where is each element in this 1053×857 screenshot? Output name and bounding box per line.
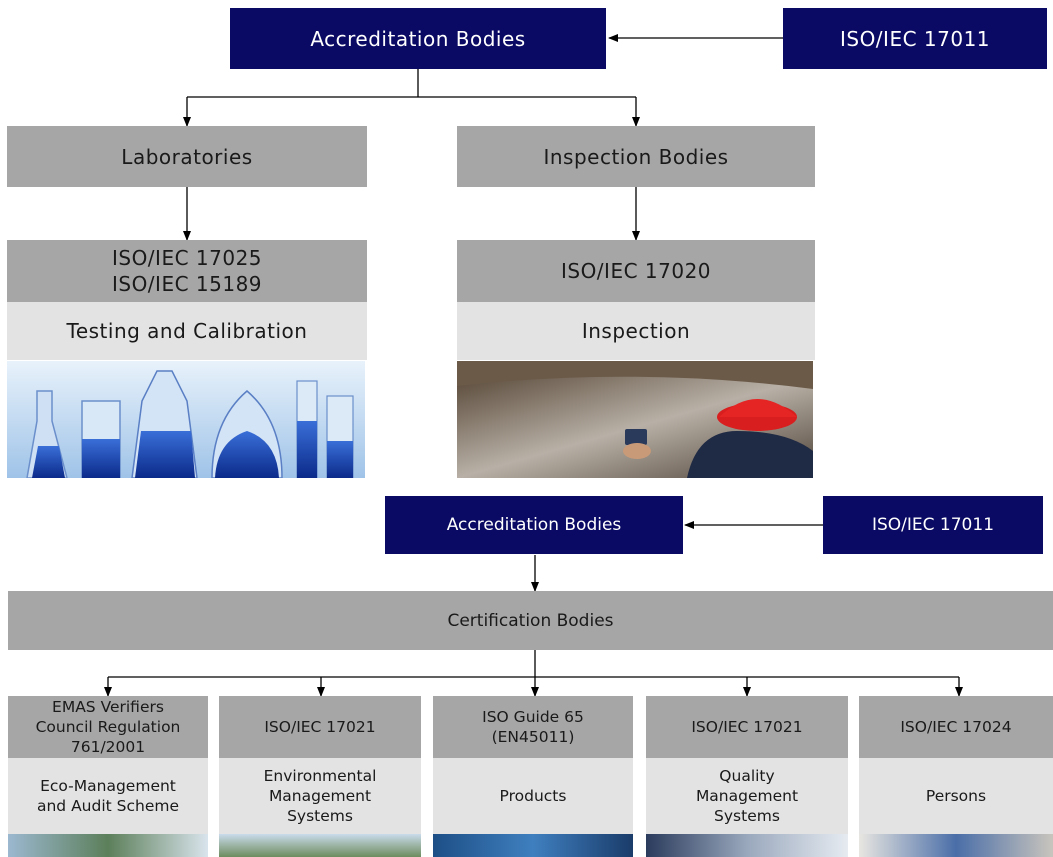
certification-bodies-label: Certification Bodies (447, 610, 614, 631)
iso-17020-label: ISO/IEC 17020 (560, 259, 712, 283)
col-2-photo (219, 834, 421, 857)
col-5-photo (859, 834, 1053, 857)
accreditation-bodies-label-2: Accreditation Bodies (446, 515, 622, 535)
col-5-standard-label: ISO/IEC 17024 (900, 718, 1012, 736)
inspection-box: Inspection (457, 302, 815, 360)
inspection-worker-photo (457, 361, 813, 478)
iso-17011-box: ISO/IEC 17011 (783, 8, 1047, 69)
lab-glassware-photo (7, 361, 365, 478)
col-3-scope-box: Products (433, 758, 633, 834)
iso-17011-box-2: ISO/IEC 17011 (823, 496, 1043, 554)
inspection-bodies-label: Inspection Bodies (543, 144, 729, 169)
laboratories-box: Laboratories (7, 126, 367, 187)
laboratories-label: Laboratories (121, 144, 253, 169)
lab-standards-box: ISO/IEC 17025 ISO/IEC 15189 (7, 240, 367, 302)
inspection-bodies-box: Inspection Bodies (457, 126, 815, 187)
iso-17020-box: ISO/IEC 17020 (457, 240, 815, 302)
col-5-scope-box: Persons (859, 758, 1053, 834)
accreditation-bodies-label: Accreditation Bodies (310, 26, 526, 51)
col-4-scope-label: Quality Management Systems (695, 767, 799, 825)
certification-bodies-box: Certification Bodies (8, 591, 1053, 650)
col-4-standard-label: ISO/IEC 17021 (691, 718, 803, 736)
col-3-standard-box: ISO Guide 65 (EN45011) (433, 696, 633, 758)
col-2-scope-box: Environmental Management Systems (219, 758, 421, 834)
col-3-scope-label: Products (499, 787, 567, 805)
iso-17011-label-2: ISO/IEC 17011 (871, 515, 995, 535)
col-1-scope-label: Eco-Management and Audit Scheme (36, 777, 180, 815)
testing-calibration-box: Testing and Calibration (7, 302, 367, 360)
col-5-scope-label: Persons (925, 787, 987, 805)
col-5-standard-box: ISO/IEC 17024 (859, 696, 1053, 758)
col-2-standard-label: ISO/IEC 17021 (264, 718, 376, 736)
accreditation-bodies-box: Accreditation Bodies (230, 8, 606, 69)
iso-17011-label: ISO/IEC 17011 (839, 26, 991, 51)
lab-standards-label: ISO/IEC 17025 ISO/IEC 15189 (111, 246, 263, 296)
col-1-scope-box: Eco-Management and Audit Scheme (8, 758, 208, 834)
col-4-scope-box: Quality Management Systems (646, 758, 848, 834)
col-1-photo (8, 834, 208, 857)
accreditation-bodies-box-2: Accreditation Bodies (385, 496, 683, 554)
col-1-standard-box: EMAS Verifiers Council Regulation 761/20… (8, 696, 208, 758)
inspection-label: Inspection (581, 319, 691, 343)
col-4-photo (646, 834, 848, 857)
col-4-standard-box: ISO/IEC 17021 (646, 696, 848, 758)
col-3-photo (433, 834, 633, 857)
col-2-scope-label: Environmental Management Systems (263, 767, 377, 825)
col-2-standard-box: ISO/IEC 17021 (219, 696, 421, 758)
col-1-standard-label: EMAS Verifiers Council Regulation 761/20… (35, 698, 181, 756)
testing-calibration-label: Testing and Calibration (66, 319, 308, 343)
col-3-standard-label: ISO Guide 65 (EN45011) (482, 708, 584, 746)
